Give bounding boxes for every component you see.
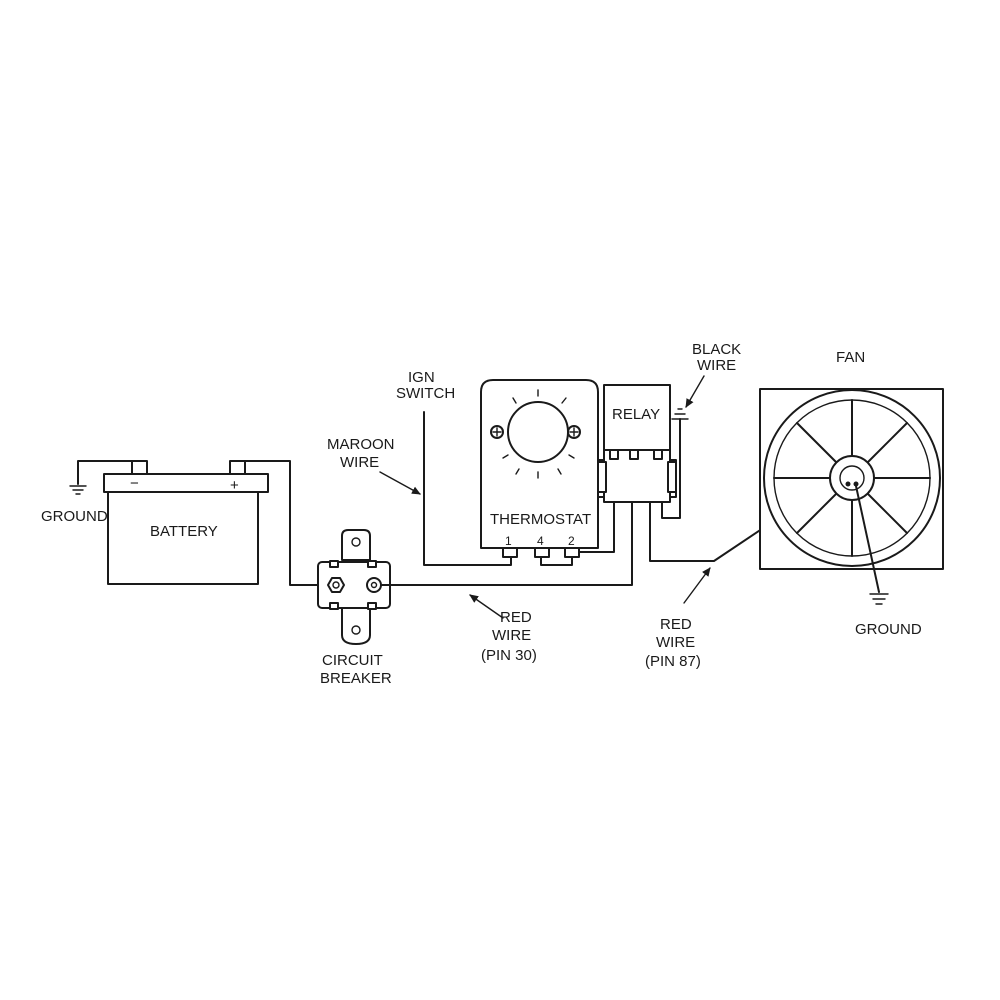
battery-pos-sign: + — [230, 477, 239, 494]
terminal-label-2: 2 — [568, 534, 575, 548]
red-wire-pin87-line1: RED — [660, 616, 692, 633]
thermostat — [480, 379, 599, 558]
battery — [103, 460, 269, 585]
maroon-wire-line1: MAROON — [327, 436, 395, 453]
thermostat-terminal-4 — [534, 547, 550, 558]
thermostat-dial — [507, 401, 569, 463]
breaker-label-line2: BREAKER — [320, 670, 392, 687]
ign-switch-line2: SWITCH — [396, 385, 455, 402]
maroon-wire-line2: WIRE — [340, 454, 379, 471]
red-wire-pin30-arrow — [469, 594, 504, 619]
black-wire-line2: WIRE — [697, 357, 736, 374]
relay-body — [603, 384, 671, 458]
relay-label: RELAY — [612, 406, 660, 423]
red-wire-pin30-line1: RED — [500, 609, 532, 626]
relay — [597, 384, 677, 503]
wire-thermostat-4-2 — [540, 556, 573, 566]
circuit-breaker — [317, 529, 391, 645]
ground-symbol-fan — [869, 593, 889, 605]
battery-neg-post — [131, 460, 148, 475]
ign-switch-line1: IGN — [408, 369, 435, 386]
battery-pos-post — [229, 460, 246, 475]
ground-label-left: GROUND — [41, 508, 108, 525]
wire-ign-switch — [423, 411, 512, 566]
thermostat-terminal-2 — [564, 547, 580, 558]
terminal-label-4: 4 — [537, 534, 544, 548]
wire-red-pin30 — [380, 501, 633, 586]
terminal-label-1: 1 — [505, 534, 512, 548]
black-wire-arrow — [685, 375, 705, 408]
breaker-terminal-left — [327, 577, 345, 593]
battery-label: BATTERY — [150, 523, 218, 540]
red-wire-pin87-line3: (PIN 87) — [645, 653, 701, 670]
fan-label: FAN — [836, 349, 865, 366]
wire-battery-to-breaker — [236, 460, 323, 586]
fan-spokes — [773, 399, 931, 557]
battery-top — [103, 473, 269, 493]
wire-thermostat-to-relay — [579, 501, 615, 553]
wire-black — [661, 418, 681, 519]
red-wire-pin30-line2: WIRE — [492, 627, 531, 644]
breaker-label-line1: CIRCUIT — [322, 652, 383, 669]
thermostat-label: THERMOSTAT — [490, 511, 591, 528]
fan — [759, 388, 944, 570]
ground-symbol-relay — [671, 408, 689, 420]
thermostat-terminal-1 — [502, 547, 518, 558]
dial-ticks — [502, 389, 575, 479]
fan-hub — [829, 455, 875, 501]
maroon-wire-arrow — [379, 471, 421, 495]
wire-fan-ground — [855, 485, 880, 593]
black-wire-line1: BLACK — [692, 341, 741, 358]
red-wire-pin87-line2: WIRE — [656, 634, 695, 651]
red-wire-pin30-line3: (PIN 30) — [481, 647, 537, 664]
battery-neg-sign: − — [130, 475, 139, 492]
breaker-terminal-right — [366, 577, 382, 593]
red-wire-pin87-arrow — [683, 567, 711, 604]
ground-label-right: GROUND — [855, 621, 922, 638]
